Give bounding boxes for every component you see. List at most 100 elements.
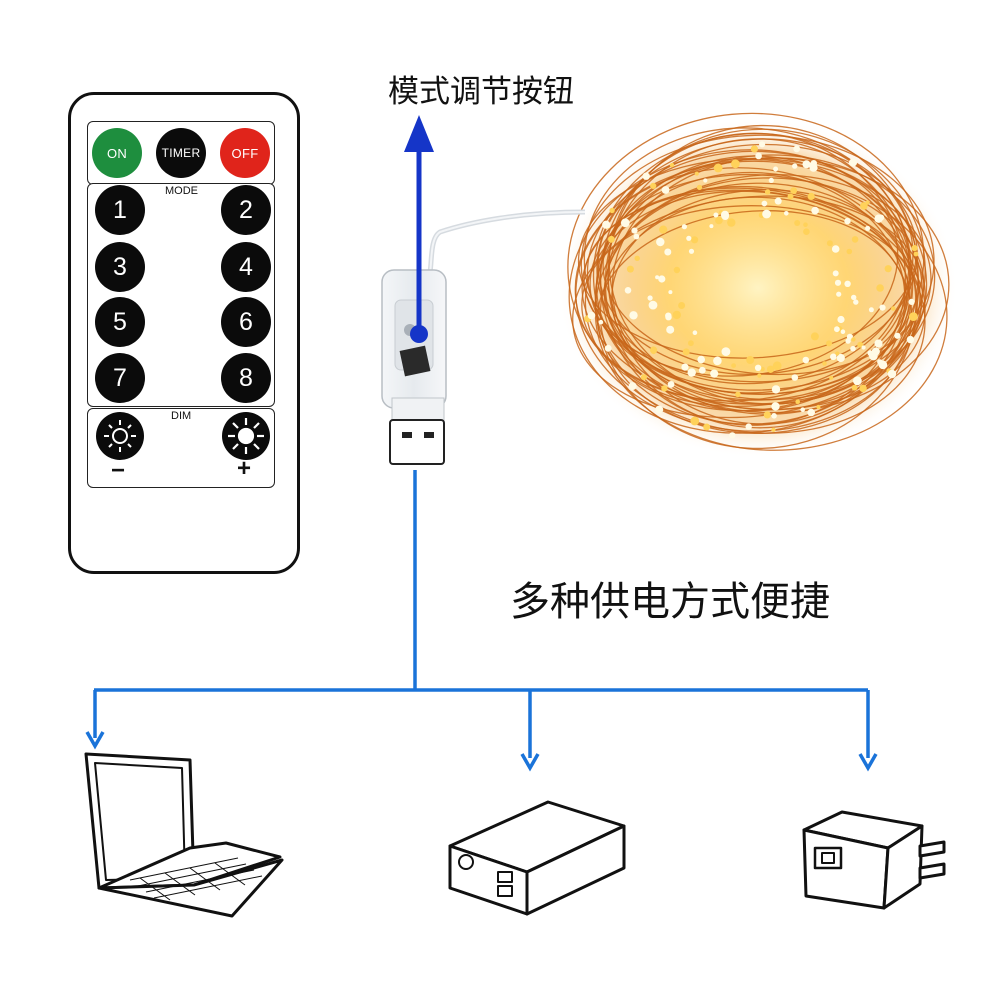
copper-wire-loop [608, 128, 926, 405]
usb-plug [389, 419, 445, 465]
mode-button-1[interactable]: 1 [95, 185, 145, 235]
led-bulb [771, 402, 780, 411]
led-bulb [655, 275, 660, 280]
led-bulb [845, 338, 851, 344]
led-bulb [832, 270, 839, 277]
led-bulb [816, 404, 821, 410]
led-bulb [811, 206, 819, 215]
power-bank-arrow [520, 753, 540, 772]
mode-button-8[interactable]: 8 [221, 353, 271, 403]
led-bulb [768, 177, 774, 183]
led-bulb [802, 160, 811, 169]
dim-down-button[interactable] [95, 411, 145, 461]
mode-button-6[interactable]: 6 [221, 297, 271, 347]
laptop-arrow [85, 731, 105, 750]
off-button[interactable]: OFF [220, 128, 270, 178]
led-bulb [908, 298, 915, 305]
copper-wire-loop [603, 182, 912, 401]
led-bulb [787, 193, 794, 200]
led-bulb [851, 337, 856, 342]
led-bulb [840, 329, 846, 335]
led-bulb [846, 248, 853, 255]
led-bulb [772, 361, 782, 371]
led-bulb [861, 345, 866, 350]
led-bulb [868, 307, 874, 313]
led-bulb [771, 385, 781, 394]
led-bulb [727, 218, 736, 227]
led-bulb [784, 211, 789, 216]
mode-button-7[interactable]: 7 [95, 353, 145, 403]
led-bulb [851, 384, 858, 391]
led-bulb [729, 432, 736, 439]
fairy-light-coil [558, 112, 958, 458]
led-bulb [731, 363, 736, 368]
led-bulb [755, 152, 762, 160]
led-bulb [884, 265, 892, 273]
mode-button-caption: 模式调节按钮 [388, 74, 574, 110]
led-bulb [648, 300, 658, 310]
led-bulb [694, 171, 699, 176]
led-bulb [853, 376, 862, 386]
copper-wire-loop [604, 138, 914, 429]
led-bulb [761, 200, 768, 207]
led-bulb [673, 266, 681, 274]
led-bulb [803, 222, 808, 227]
led-bulb [678, 302, 686, 309]
led-bulb [604, 344, 612, 352]
led-bulb [731, 159, 740, 169]
led-bulb [836, 291, 842, 297]
led-bulb [688, 340, 694, 347]
led-bulb [773, 166, 779, 172]
led-bulb [835, 351, 840, 356]
led-bulb [791, 374, 799, 381]
led-bulb [655, 405, 664, 414]
led-bulb [681, 224, 688, 230]
led-bulb [851, 236, 859, 243]
led-bulb [703, 178, 708, 183]
led-bulb [721, 347, 731, 356]
led-bulb [906, 335, 915, 344]
dim-up-button[interactable] [221, 411, 271, 461]
led-bulb [887, 369, 897, 379]
mode-button-2[interactable]: 2 [221, 185, 271, 235]
led-bulb [790, 187, 798, 195]
led-bulb [609, 207, 615, 214]
led-bulb [878, 360, 888, 370]
sun-bright-icon [228, 418, 264, 454]
led-bulb [879, 304, 886, 311]
led-bulb [710, 369, 719, 378]
led-bulb [876, 284, 884, 292]
led-bulb [836, 353, 845, 363]
led-bulb [826, 340, 832, 347]
led-bulb [830, 353, 837, 361]
led-bulb [848, 158, 858, 167]
led-bulb [713, 163, 723, 173]
led-bulb [661, 186, 670, 194]
copper-wire-loop [583, 189, 910, 383]
led-bulb [891, 306, 896, 311]
copper-wire-loop [602, 173, 925, 376]
led-bulb [771, 413, 777, 419]
led-bulb [764, 189, 771, 195]
led-bulb [894, 332, 901, 339]
mode-label: MODE [165, 185, 198, 197]
mode-button-5[interactable]: 5 [95, 297, 145, 347]
power-distribution-lines [93, 470, 870, 758]
led-bulb [598, 319, 604, 325]
on-button[interactable]: ON [92, 128, 142, 178]
led-bulb [633, 233, 640, 240]
led-bulb [602, 220, 611, 229]
mode-button-3[interactable]: 3 [95, 242, 145, 292]
led-bulb [771, 427, 776, 432]
led-bulb [650, 182, 657, 189]
dim-minus-sign: − [111, 457, 126, 484]
mode-button-4[interactable]: 4 [221, 242, 271, 292]
power-bank-icon [448, 800, 626, 916]
timer-button[interactable]: TIMER [156, 128, 206, 178]
led-bulb [808, 162, 814, 168]
led-bulb [834, 326, 840, 333]
led-bulb [631, 227, 638, 234]
led-bulb [626, 265, 634, 273]
led-bulb [745, 423, 752, 430]
led-bulb [642, 172, 650, 180]
